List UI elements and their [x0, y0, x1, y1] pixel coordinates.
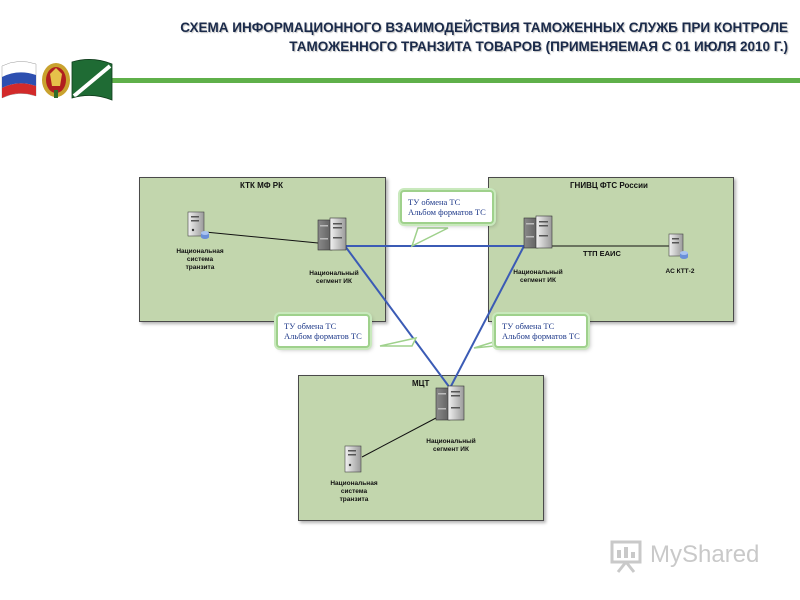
- callout-left-line-1: ТУ обмена ТС: [284, 321, 337, 331]
- page-title: СХЕМА ИНФОРМАЦИОННОГО ВЗАИМОДЕЙСТВИЯ ТАМ…: [120, 18, 788, 56]
- label-ktk-nst: Национальная система транзита: [176, 248, 224, 271]
- label-mct-nst: Национальная система транзита: [330, 480, 378, 503]
- watermark-text: MyShared: [650, 541, 760, 568]
- title-line-1: СХЕМА ИНФОРМАЦИОННОГО ВЗАИМОДЕЙСТВИЯ ТАМ…: [180, 20, 788, 35]
- title-line-2: ТАМОЖЕННОГО ТРАНЗИТА ТОВАРОВ (ПРИМЕНЯЕМА…: [289, 39, 788, 54]
- link-ktk-nst-to-nsik: [204, 231, 319, 244]
- russian-flag-icon: [1, 61, 37, 99]
- exchange-line-gnivc-mct: [449, 245, 525, 389]
- label-gnivc-nsik: Национальный сегмент ИК: [513, 269, 563, 284]
- exchange-line-ktk-mct: [344, 245, 451, 389]
- callout-tail-top: [410, 227, 449, 248]
- label-as-ktt2: АС КТТ-2: [665, 268, 695, 275]
- server-icon-gnivc-nsik: [523, 215, 553, 249]
- callout-tail-left: [379, 336, 418, 347]
- server-icon-as-ktt2: [668, 233, 688, 259]
- myshared-watermark: MyShared: [606, 536, 766, 576]
- zone-mct-title: МЦТ: [412, 379, 430, 388]
- server-icon-mct-nst: [344, 445, 362, 473]
- presentation-icon: [610, 540, 642, 573]
- zone-gnivc: [488, 177, 734, 322]
- callout-top-line-1: ТУ обмена ТС: [408, 197, 461, 207]
- callout-right: ТУ обмена ТС Альбом форматов ТС: [494, 314, 588, 348]
- ttp-eais-label: ТТП ЕАИС: [583, 249, 621, 258]
- customs-flags-logo: [1, 59, 113, 101]
- callout-right-line-2: Альбом форматов ТС: [502, 331, 580, 341]
- zone-ktk-title: КТК МФ РК: [240, 181, 284, 190]
- label-mct-nsik: Национальный сегмент ИК: [426, 438, 476, 453]
- zone-mct: [298, 375, 544, 521]
- server-icon-mct-nsik: [435, 385, 465, 421]
- callout-top: ТУ обмена ТС Альбом форматов ТС: [400, 190, 494, 224]
- callout-top-line-2: Альбом форматов ТС: [408, 207, 486, 217]
- customs-flag-icon: [71, 59, 113, 101]
- label-ktk-nsik: Национальный сегмент ИК: [309, 270, 359, 285]
- callout-right-line-1: ТУ обмена ТС: [502, 321, 555, 331]
- title-underline-bar: [112, 78, 800, 83]
- server-icon-ktk-nst: [187, 211, 209, 239]
- server-icon-ktk-nsik: [317, 217, 347, 251]
- callout-left-line-2: Альбом форматов ТС: [284, 331, 362, 341]
- link-mct-nsik-to-nst: [361, 417, 437, 458]
- zone-gnivc-title: ГНИВЦ ФТС России: [570, 181, 648, 190]
- customs-emblem-icon: [42, 63, 70, 98]
- callout-left: ТУ обмена ТС Альбом форматов ТС: [276, 314, 370, 348]
